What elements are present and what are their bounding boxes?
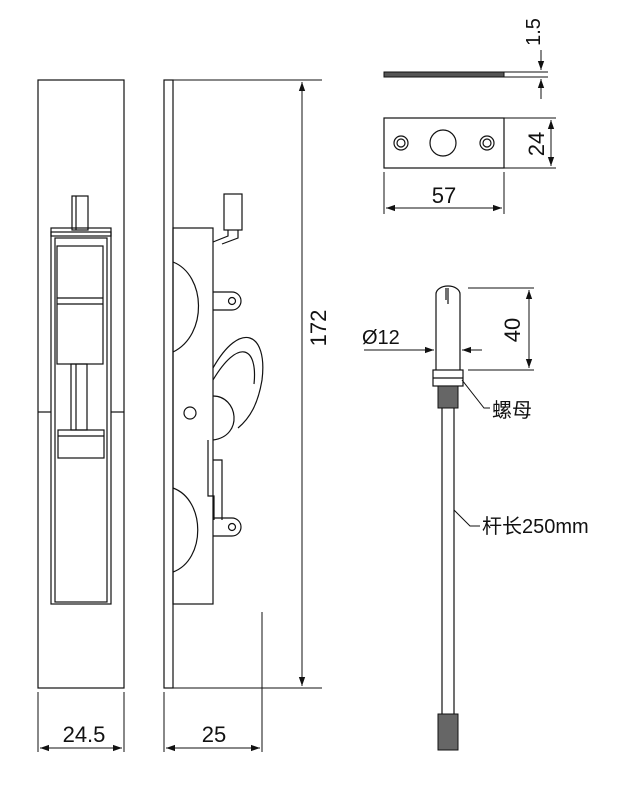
plate-height-label: 24 [524, 132, 549, 156]
front-view [37, 79, 125, 689]
rod-tip-length-label: 40 [500, 318, 525, 342]
height-dimension [173, 79, 322, 689]
bottom-dimensions [37, 612, 263, 752]
strike-plate [383, 117, 556, 214]
plate-thickness-label: 1.5 [523, 18, 545, 46]
rod-length-callout: 杆长250mm [482, 515, 589, 538]
rod [364, 285, 534, 751]
side-view [163, 79, 264, 689]
strike-plate-edge [383, 50, 548, 99]
side-depth-label: 25 [202, 722, 226, 747]
rod-diameter-label: Ø12 [362, 327, 400, 349]
nut-callout: 螺母 [492, 399, 532, 422]
height-label: 172 [306, 310, 331, 347]
front-width-label: 24.5 [63, 722, 106, 747]
plate-length-label: 57 [432, 183, 456, 208]
